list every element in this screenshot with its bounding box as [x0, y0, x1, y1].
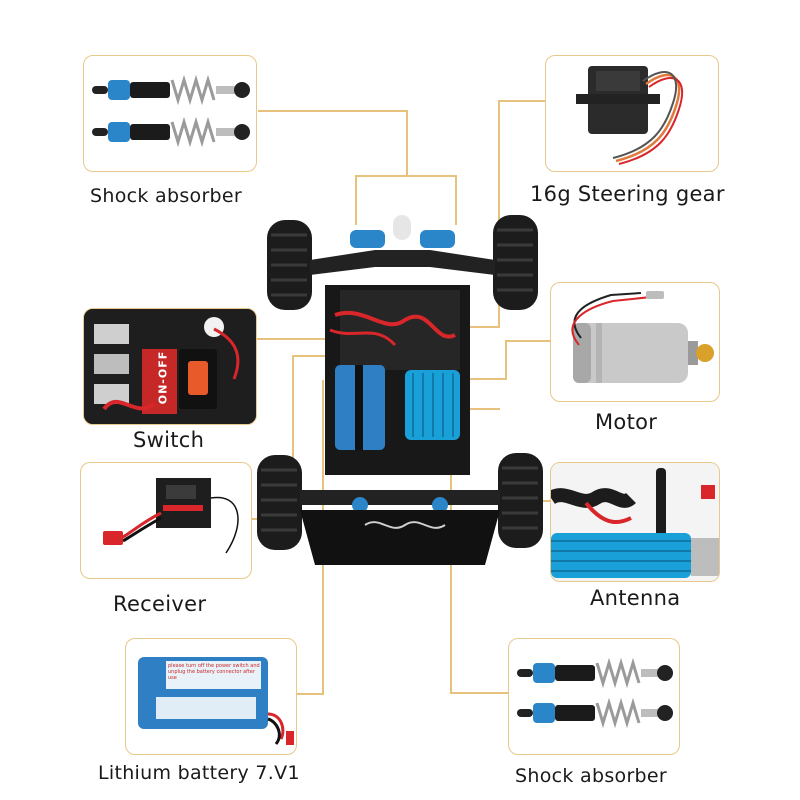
switch-panel: ON-OFF: [83, 308, 257, 425]
front-right-tire: [493, 215, 538, 310]
connector-line: [296, 693, 324, 695]
front-left-tire: [267, 220, 312, 310]
label-antenna: Antenna: [590, 586, 681, 610]
connector-line: [292, 355, 294, 520]
label-switch: Switch: [133, 428, 205, 452]
antenna-image: [551, 463, 719, 581]
steering-servo-image: [576, 66, 684, 165]
connector-line: [450, 408, 500, 410]
connector-line: [292, 355, 337, 357]
switch-image: [84, 309, 256, 424]
battery-image: [138, 657, 294, 745]
shock-absorber-bottom-panel: [508, 638, 680, 755]
receiver-image: [103, 478, 239, 554]
label-shock-absorber-bottom: Shock absorber: [515, 765, 668, 787]
connector-line: [498, 100, 546, 102]
motor-panel: [550, 282, 720, 402]
connector-line: [440, 378, 507, 380]
connector-line: [258, 110, 408, 112]
label-steering-gear: 16g Steering gear: [530, 182, 725, 206]
connector-line: [355, 175, 357, 225]
connector-line: [455, 175, 457, 225]
steering-gear-panel: [545, 55, 719, 172]
shock-absorber-image: [92, 74, 250, 148]
label-receiver: Receiver: [113, 592, 207, 616]
battery-panel: please turn off the power switch and unp…: [125, 638, 297, 755]
connector-line: [450, 692, 510, 694]
label-lithium-battery: Lithium battery 7.V1: [98, 762, 300, 784]
antenna-panel: [550, 462, 720, 582]
shock-absorber-bottom-image: [517, 657, 673, 729]
shock-absorber-top-panel: [83, 55, 257, 172]
motor-image: [571, 291, 714, 383]
battery-warning-text: please turn off the power switch and unp…: [168, 663, 260, 681]
connector-line: [505, 340, 553, 342]
switch-on-off-text: ON-OFF: [156, 350, 170, 405]
rear-left-tire: [257, 455, 302, 550]
label-shock-absorber-top: Shock absorber: [90, 185, 243, 207]
connector-line: [540, 500, 555, 502]
connector-line: [406, 110, 408, 175]
receiver-panel: [80, 462, 252, 579]
label-motor: Motor: [595, 410, 658, 434]
connector-line: [498, 100, 500, 328]
connector-line: [505, 340, 507, 380]
connector-line: [255, 338, 350, 340]
connector-line: [355, 175, 455, 177]
rear-right-tire: [498, 453, 543, 548]
rc-car-chassis: [255, 195, 545, 575]
